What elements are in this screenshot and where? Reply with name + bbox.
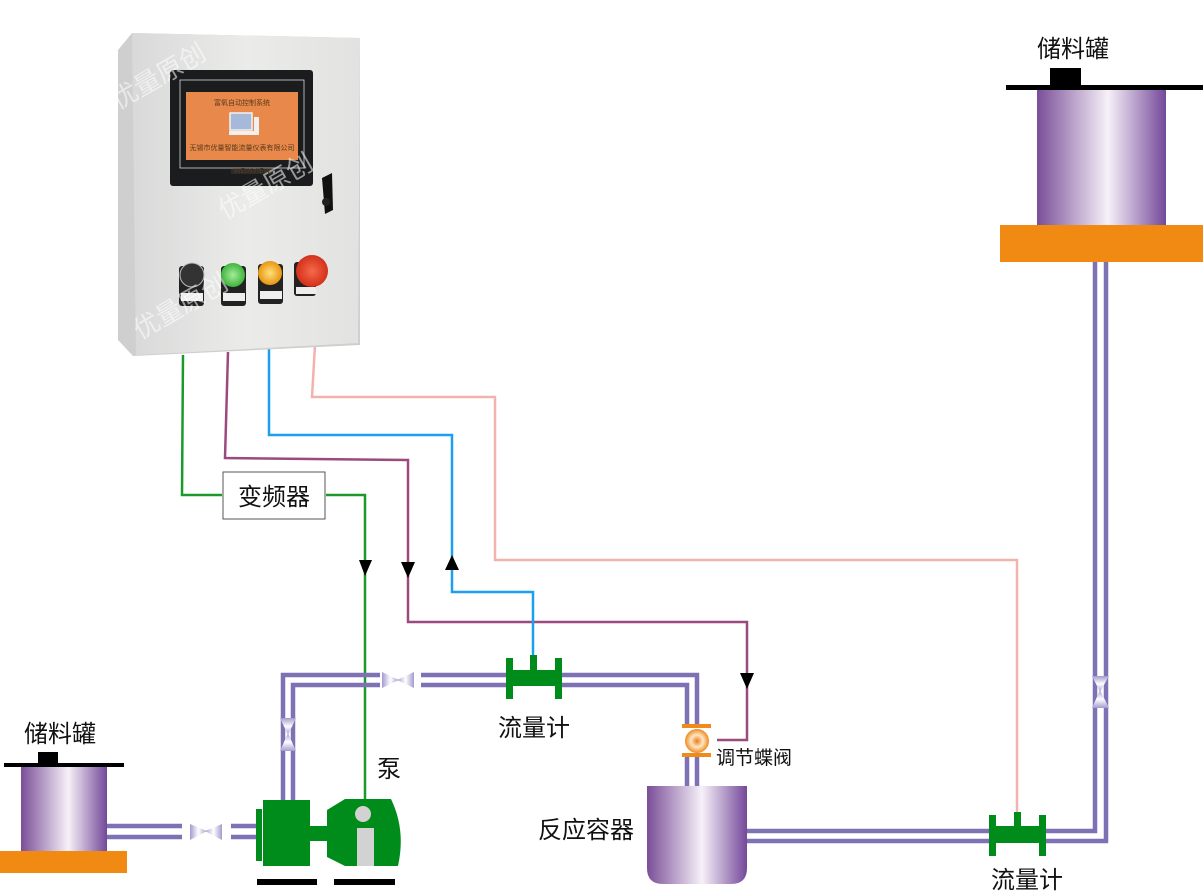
- yellow-indicator: [258, 261, 283, 304]
- control-cabinet: 优量原创 优量原创 优量原创: [107, 33, 360, 356]
- butterfly-valve-label: 调节蝶阀: [716, 747, 792, 769]
- wire-green-to-pump: [326, 493, 367, 800]
- arrow-down-icon: [359, 560, 372, 576]
- pump-label: 泵: [377, 755, 401, 783]
- flowmeter-2-label: 流量计: [991, 866, 1063, 893]
- storage-tank-left-label: 储料罐: [24, 720, 96, 748]
- hand-valve-right: [1092, 676, 1109, 708]
- hmi-brand: WEINVIEW: [234, 167, 271, 175]
- reactor-label: 反应容器: [538, 816, 634, 844]
- emergency-stop-button[interactable]: [294, 255, 328, 296]
- hand-valve-left: [190, 824, 222, 840]
- hand-valve-top: [382, 672, 414, 688]
- inverter-box[interactable]: [222, 471, 326, 520]
- wire-purple-to-valve: [223, 351, 749, 742]
- arrow-down-icon: [740, 673, 754, 689]
- signal-wires: [180, 344, 1019, 814]
- selector-switch[interactable]: [179, 262, 205, 306]
- hmi-screen-title: 富氧自动控制系统: [214, 98, 270, 107]
- arrow-down-icon: [401, 562, 415, 578]
- flowmeter-1[interactable]: [506, 655, 562, 699]
- flowmeter-1-label: 流量计: [498, 714, 570, 742]
- storage-tank-left: [0, 752, 127, 873]
- flowmeter-2[interactable]: [989, 812, 1046, 856]
- butterfly-valve[interactable]: [682, 724, 711, 757]
- hmi-panel[interactable]: [170, 70, 313, 186]
- hmi-screen-footer: 无锡市优量智能流量仪表有限公司: [190, 143, 295, 152]
- inverter-label: 变频器: [238, 483, 310, 511]
- wire-green-to-inverter: [180, 354, 222, 497]
- wire-blue-from-flowmeter: [267, 348, 535, 657]
- storage-tank-top: [1000, 68, 1203, 262]
- wire-pink-from-flowmeter: [310, 344, 1019, 814]
- arrow-up-icon: [445, 555, 459, 570]
- storage-tank-top-label: 储料罐: [1037, 35, 1109, 63]
- reactor-vessel: [647, 786, 747, 884]
- green-indicator: [221, 263, 246, 306]
- hand-valve-vertical: [280, 718, 296, 751]
- pump[interactable]: [256, 799, 401, 885]
- pipes: [106, 262, 1109, 844]
